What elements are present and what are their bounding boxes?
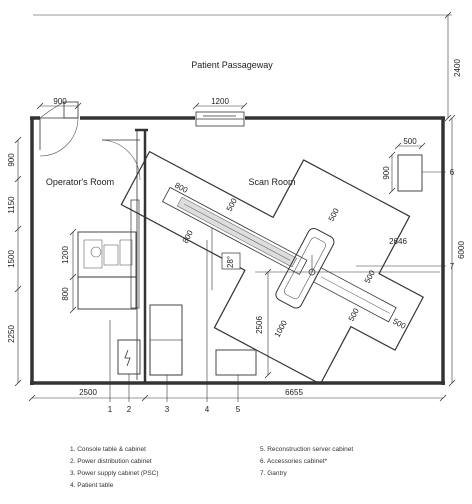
legend-item-4: 4. Patient table	[70, 482, 114, 489]
dim-passage-height	[33, 11, 452, 122]
dim-door-900-label: 900	[53, 97, 67, 106]
dim-bottom-2500-label: 2500	[79, 388, 97, 397]
accessories-cabinet	[388, 142, 426, 195]
console-table	[77, 199, 140, 310]
dim-left-900-label: 900	[7, 153, 16, 167]
walls	[30, 116, 445, 385]
dim-left	[14, 136, 22, 387]
dim-left-2250-label: 2250	[7, 325, 16, 343]
callout-3: 3	[165, 405, 170, 414]
legend-item-6: 6. Accessories cabinet*	[260, 458, 328, 465]
dim-2646-label: 2646	[389, 237, 407, 246]
legend-item-3: 3. Power supply cabinet (PSC)	[70, 470, 159, 477]
cabinet6-500-label: 500	[403, 137, 417, 146]
reconstruction-cabinet	[215, 349, 257, 376]
dim-window-1200-label: 1200	[211, 97, 229, 106]
dim-gantry-offsets	[255, 255, 440, 379]
scan-room-label: Scan Room	[248, 177, 295, 187]
dim-console	[69, 228, 77, 314]
psc-cabinet	[149, 304, 183, 376]
dim-console-800-label: 800	[61, 287, 70, 301]
operator-room-label: Operator's Room	[46, 177, 114, 187]
dim-table-800-top-label: 800	[173, 181, 189, 195]
angle-indicator	[211, 228, 241, 290]
callout-1: 1	[108, 405, 113, 414]
inner-door	[101, 139, 141, 181]
dim-console-1200-label: 1200	[61, 246, 70, 264]
callout-5: 5	[236, 405, 241, 414]
dim-1000-label: 1000	[273, 318, 290, 338]
patient-table	[162, 186, 308, 275]
legend-item-1: 1. Console table & cabinet	[70, 446, 146, 453]
entry-door	[39, 101, 79, 157]
window	[195, 111, 245, 127]
equipment-footprint	[120, 151, 424, 385]
callout-4: 4	[205, 405, 210, 414]
dim-bottom	[28, 394, 447, 402]
dim-right-6000-label: 6000	[457, 241, 466, 259]
callout-6: 6	[450, 168, 455, 177]
dim-left-1150-label: 1150	[7, 196, 16, 214]
dim-right-6000	[448, 114, 456, 387]
dim-2506-label: 2506	[255, 316, 264, 334]
dim-left-1500-label: 1500	[7, 250, 16, 268]
dim-bottom-6655-label: 6655	[285, 388, 303, 397]
callout-7: 7	[450, 262, 455, 271]
dim-gantry-500-c: 500	[347, 306, 361, 322]
callout-2: 2	[127, 405, 132, 414]
dim-gantry-500-b: 500	[363, 268, 377, 284]
callout-leaders	[109, 171, 446, 402]
legend-item-7: 7. Gantry	[260, 470, 287, 477]
gantry	[275, 227, 335, 309]
dim-gantry-500-d: 500	[391, 317, 407, 331]
legend-item-5: 5. Reconstruction server cabinet	[260, 446, 353, 453]
dim-gantry-500-a: 500	[327, 206, 341, 222]
dim-door-900	[36, 102, 82, 110]
legend-item-2: 2. Power distribution cabinet	[70, 458, 152, 465]
angle-label: 28°	[226, 256, 235, 268]
dim-passage-height-label: 2400	[453, 59, 462, 77]
cabinet6-900-label: 900	[382, 166, 391, 180]
passageway-label: Patient Passageway	[191, 60, 273, 70]
dim-window-1200	[192, 102, 248, 110]
legend: 1. Console table & cabinet 2. Power dist…	[70, 446, 353, 489]
